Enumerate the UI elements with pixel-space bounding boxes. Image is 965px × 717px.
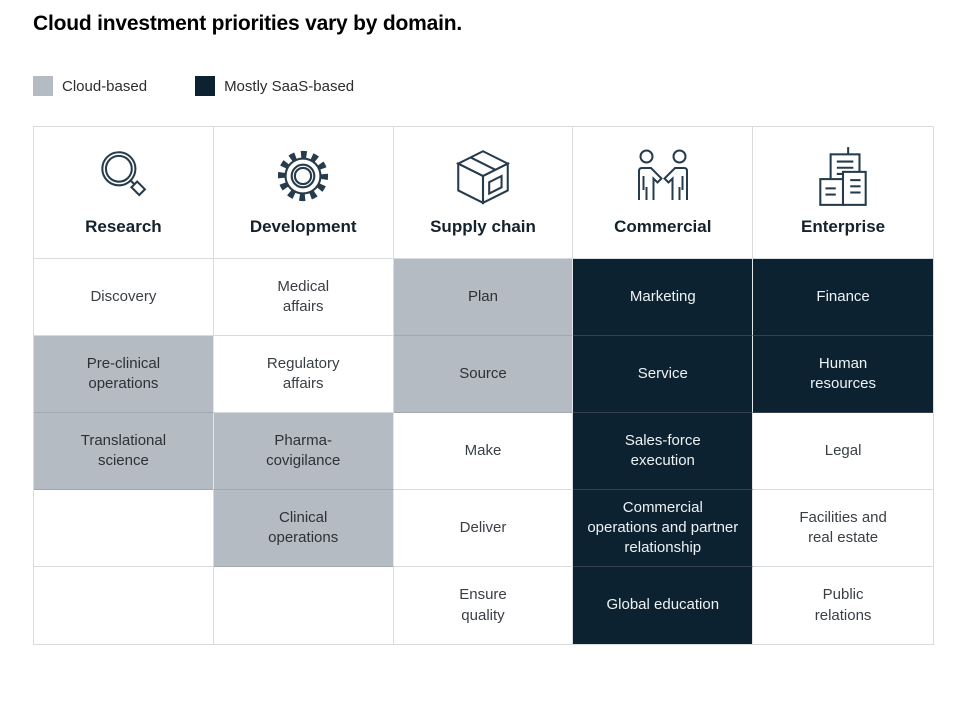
column-label: Commercial xyxy=(614,217,712,236)
grid-cell: Ensure quality xyxy=(393,567,574,644)
legend-swatch-saas-based xyxy=(195,76,216,96)
column-header-commercial: Commercial xyxy=(573,127,754,259)
page-title: Cloud investment priorities vary by doma… xyxy=(33,12,462,35)
grid-cell: Legal xyxy=(753,413,933,490)
grid-cell: Medical affairs xyxy=(213,259,394,336)
grid-cell: Source xyxy=(393,336,574,413)
legend-swatch-cloud-based xyxy=(33,76,53,96)
grid-cell: Commercial operations and partner relati… xyxy=(573,490,754,567)
column-header-development: Development xyxy=(213,127,394,259)
grid-cell: Pre-clinical operations xyxy=(34,336,214,413)
grid-cell: Sales-force execution xyxy=(573,413,754,490)
column-header-enterprise: Enterprise xyxy=(753,127,933,259)
gear-icon xyxy=(271,136,335,216)
grid-cell: Regulatory affairs xyxy=(213,336,394,413)
grid-cell: Marketing xyxy=(573,259,754,336)
column-label: Development xyxy=(249,217,357,236)
legend-item-cloud-based: Cloud-based xyxy=(33,76,147,96)
grid-cell: Public relations xyxy=(753,567,933,644)
legend-item-saas-based: Mostly SaaS-based xyxy=(195,76,354,96)
grid-cell: Pharma- covigilance xyxy=(213,413,394,490)
column-label: Supply chain xyxy=(430,217,536,236)
column-label: Enterprise xyxy=(801,217,886,236)
grid-cell: Human resources xyxy=(753,336,933,413)
grid-cell: Deliver xyxy=(393,490,574,567)
magnifier-icon xyxy=(92,136,154,216)
grid-cell: Global education xyxy=(573,567,754,644)
legend-label: Mostly SaaS-based xyxy=(224,77,355,95)
column-header-supply-chain: Supply chain xyxy=(393,127,574,259)
column-label: Research xyxy=(85,217,162,236)
grid-cell xyxy=(213,567,394,644)
grid-cell: Finance xyxy=(753,259,933,336)
grid-cell: Discovery xyxy=(34,259,214,336)
priorities-grid: Research Development xyxy=(33,126,934,645)
grid-cell: Translational science xyxy=(34,413,214,490)
grid-cell: Make xyxy=(393,413,574,490)
grid-cell xyxy=(34,567,214,644)
legend: Cloud-based Mostly SaaS-based xyxy=(33,76,933,96)
handshake-people-icon xyxy=(628,136,698,216)
exhibit-page: Cloud investment priorities vary by doma… xyxy=(33,12,934,645)
grid-cell: Service xyxy=(573,336,754,413)
column-header-research: Research xyxy=(34,127,214,259)
buildings-icon xyxy=(810,136,876,216)
legend-label: Cloud-based xyxy=(62,77,148,95)
box-icon xyxy=(450,136,516,216)
grid-cell: Plan xyxy=(393,259,574,336)
grid-cell xyxy=(34,490,214,567)
grid-cell: Clinical operations xyxy=(213,490,394,567)
grid-cell: Facilities and real estate xyxy=(753,490,933,567)
